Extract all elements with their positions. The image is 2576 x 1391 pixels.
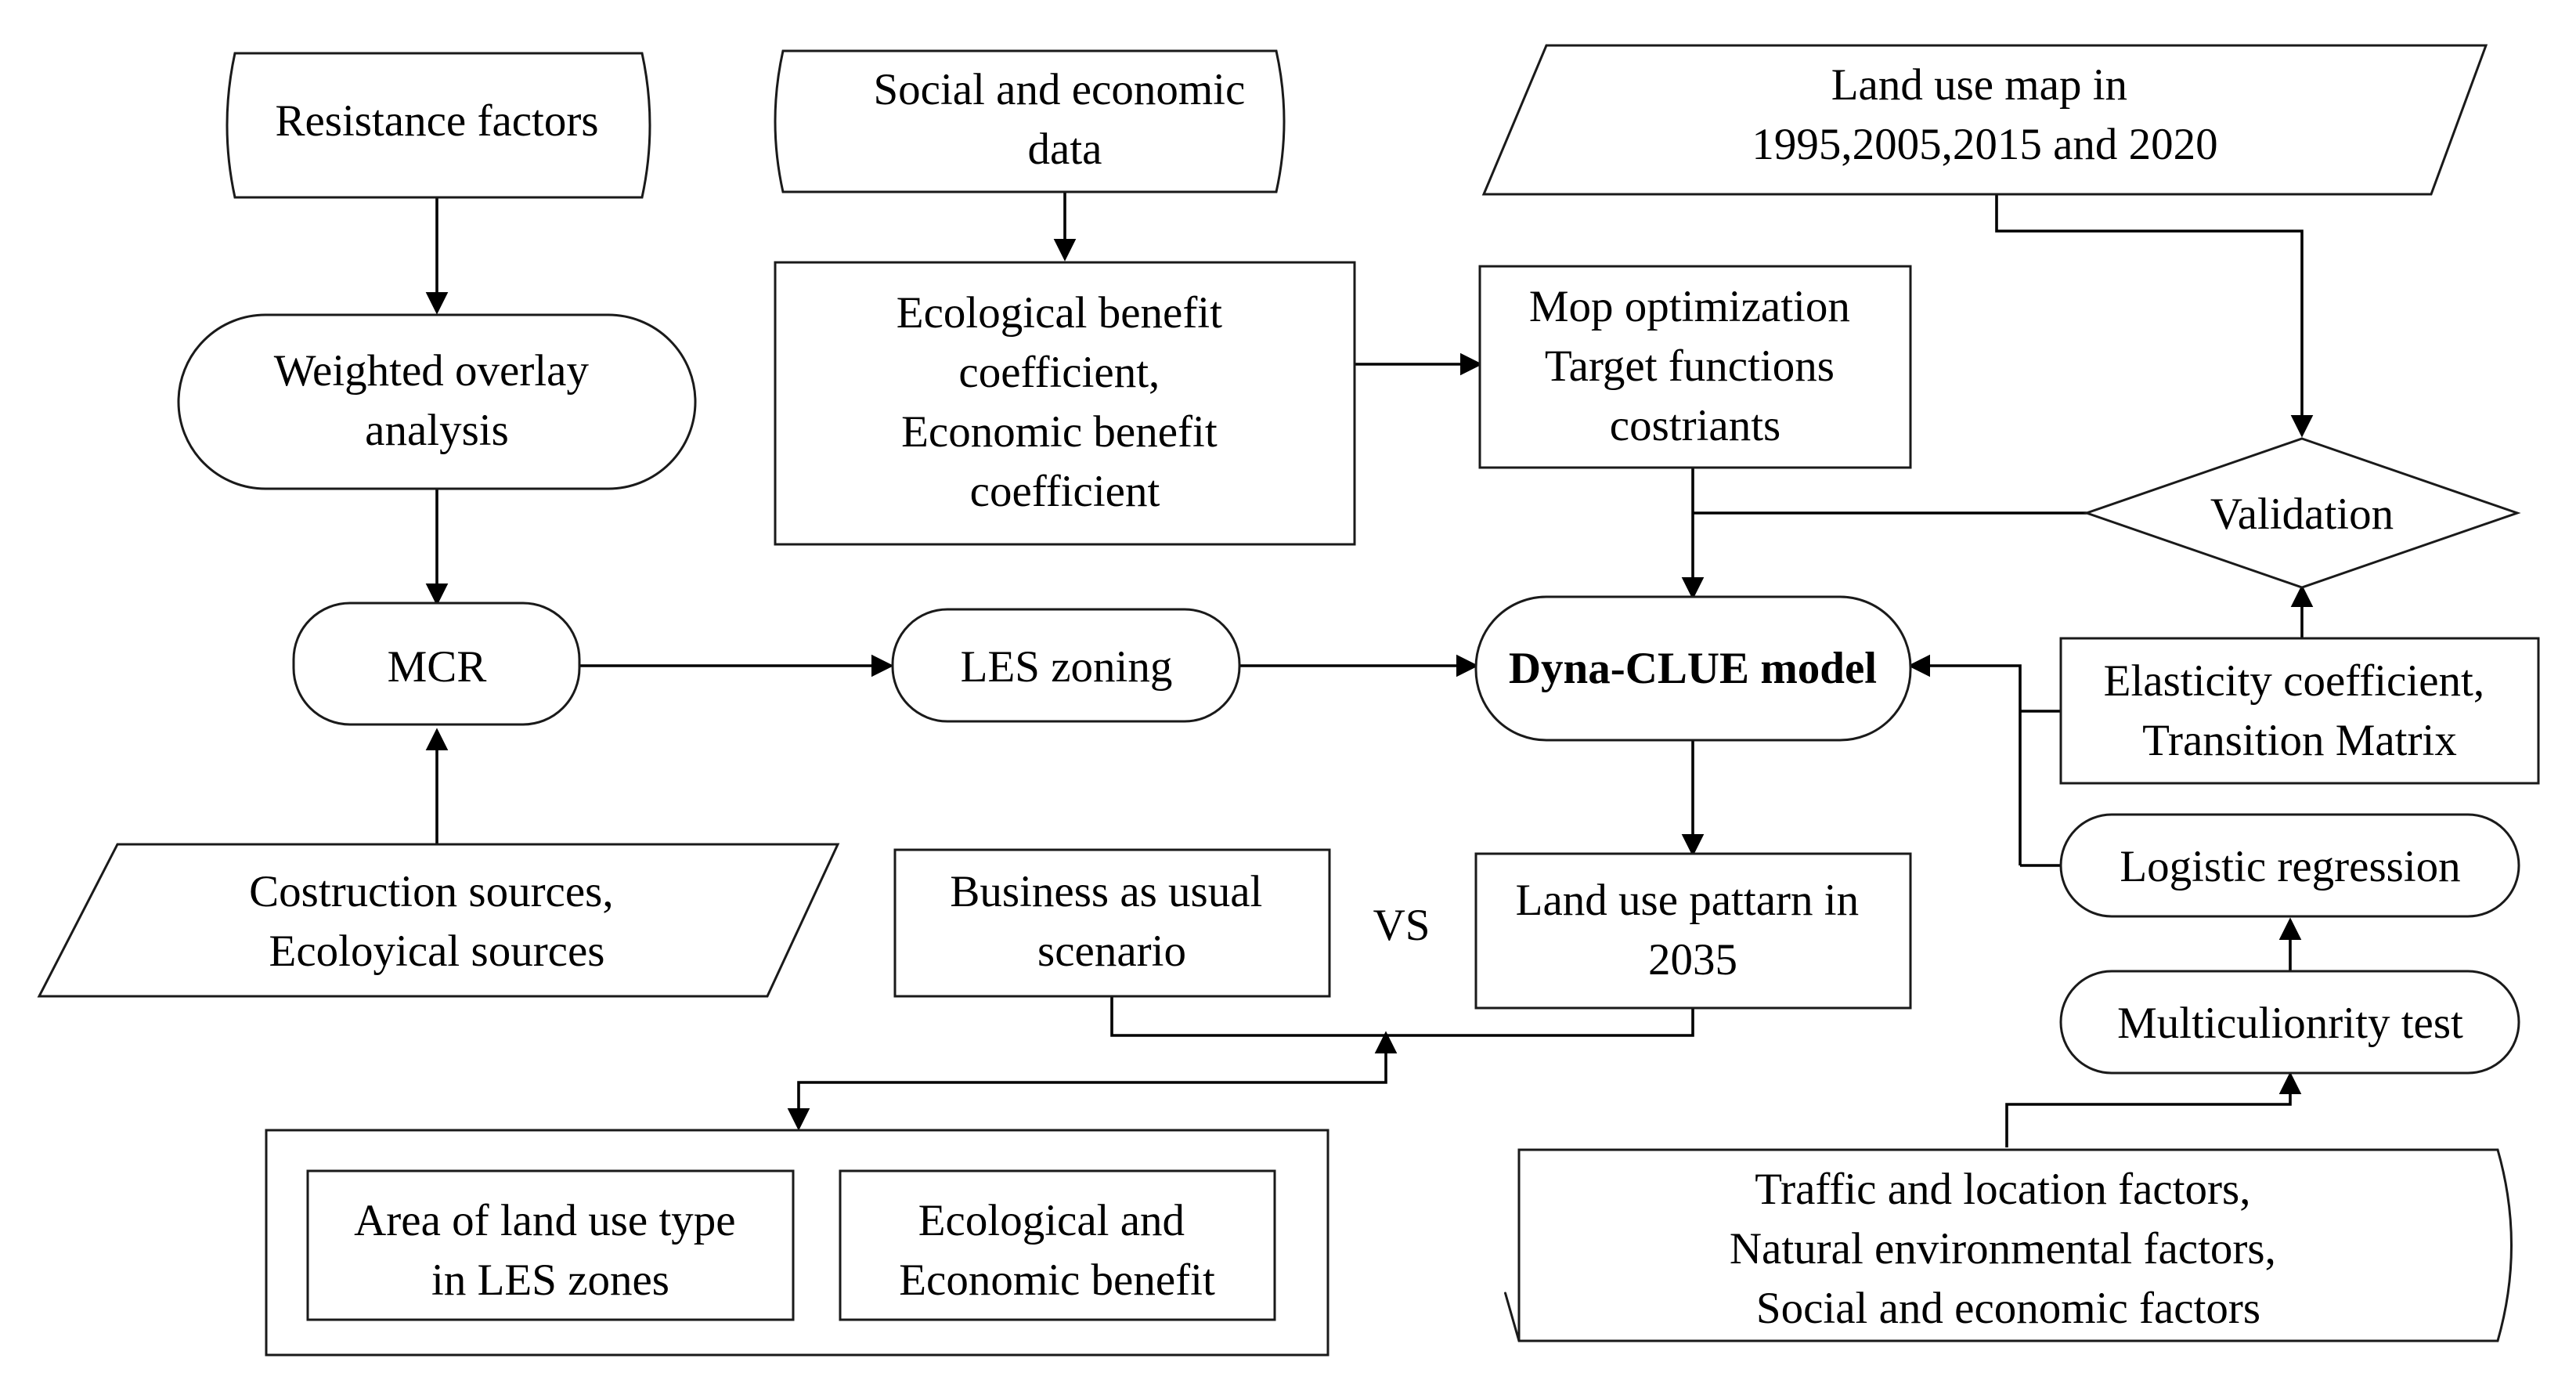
sources-shape [37,843,840,998]
social-data-label: Social and economic data [873,65,1256,174]
arrow-compare-to-results [787,1035,1387,1131]
elasticity-label: Elasticity coefficient, Transition Matri… [2104,656,2496,765]
eco-econ-benefit-shape [839,1169,1276,1321]
eco-econ-benefit-label: Ecological and Economic benefit [899,1196,1215,1305]
weighted-overlay-label: Weighted overlay analysis [274,346,600,455]
land-use-map-label: Land use map in 1995,2005,2015 and 2020 [1752,60,2217,169]
labels: Resistance factors Social and economic d… [249,60,2496,1333]
mcr-shape [292,602,581,726]
logistic-regression-label: Logistic regression [2120,842,2460,891]
mcr-label: MCR [388,642,487,692]
multicollinearity-label: Multiculionrity test [2117,999,2463,1048]
validation-label: Validation [2210,490,2394,539]
dyna-clue-shape [1474,595,1912,742]
sources-label: Costruction sources, Ecoloyical sources [249,867,625,976]
land-use-pattern-label: Land use pattarn in 2035 [1516,876,1871,985]
vs-label: VS [1373,901,1431,950]
dyna-clue-label: Dyna-CLUE model [1509,644,1877,693]
social-data-shape [774,49,1286,193]
line-scenario-compare [1110,996,1694,1037]
land-use-map-shape [1481,44,2488,196]
les-zoning-label: LES zoning [961,642,1173,692]
elasticity-shape [2059,637,2540,785]
resistance-factors-label: Resistance factors [275,96,598,146]
mop-optimization-shape [1478,265,1912,469]
resistance-factors-shape [225,52,651,199]
les-zoning-shape [891,608,1241,723]
area-land-use-label: Area of land use type in LES zones [354,1196,747,1305]
logistic-regression-shape [2059,813,2520,918]
mop-optimization-label: Mop optimization Target functions costri… [1529,282,1861,450]
driving-factors-label: Traffic and location factors, Natural en… [1730,1165,2287,1333]
business-as-usual-label: Business as usual scenario [950,867,1273,976]
area-land-use-shape [306,1169,795,1321]
benefit-coefficients-label: Ecological benefit coefficient, Economic… [897,288,1233,516]
arrow-factors-to-multicol [2005,1071,2302,1147]
driving-factors-shape [1504,1148,2513,1342]
benefit-coefficients-shape [774,261,1356,546]
weighted-overlay-shape [177,313,697,490]
arrow-feedback-to-dyna [1907,654,2022,865]
business-as-usual-shape [893,848,1331,998]
validation-shape [2083,437,2521,589]
shapes [37,44,2540,1357]
multicollinearity-shape [2059,970,2520,1075]
land-use-pattern-shape [1474,852,1912,1010]
connectors [425,192,2314,1147]
arrow-landmap-to-validation [1995,194,2314,438]
